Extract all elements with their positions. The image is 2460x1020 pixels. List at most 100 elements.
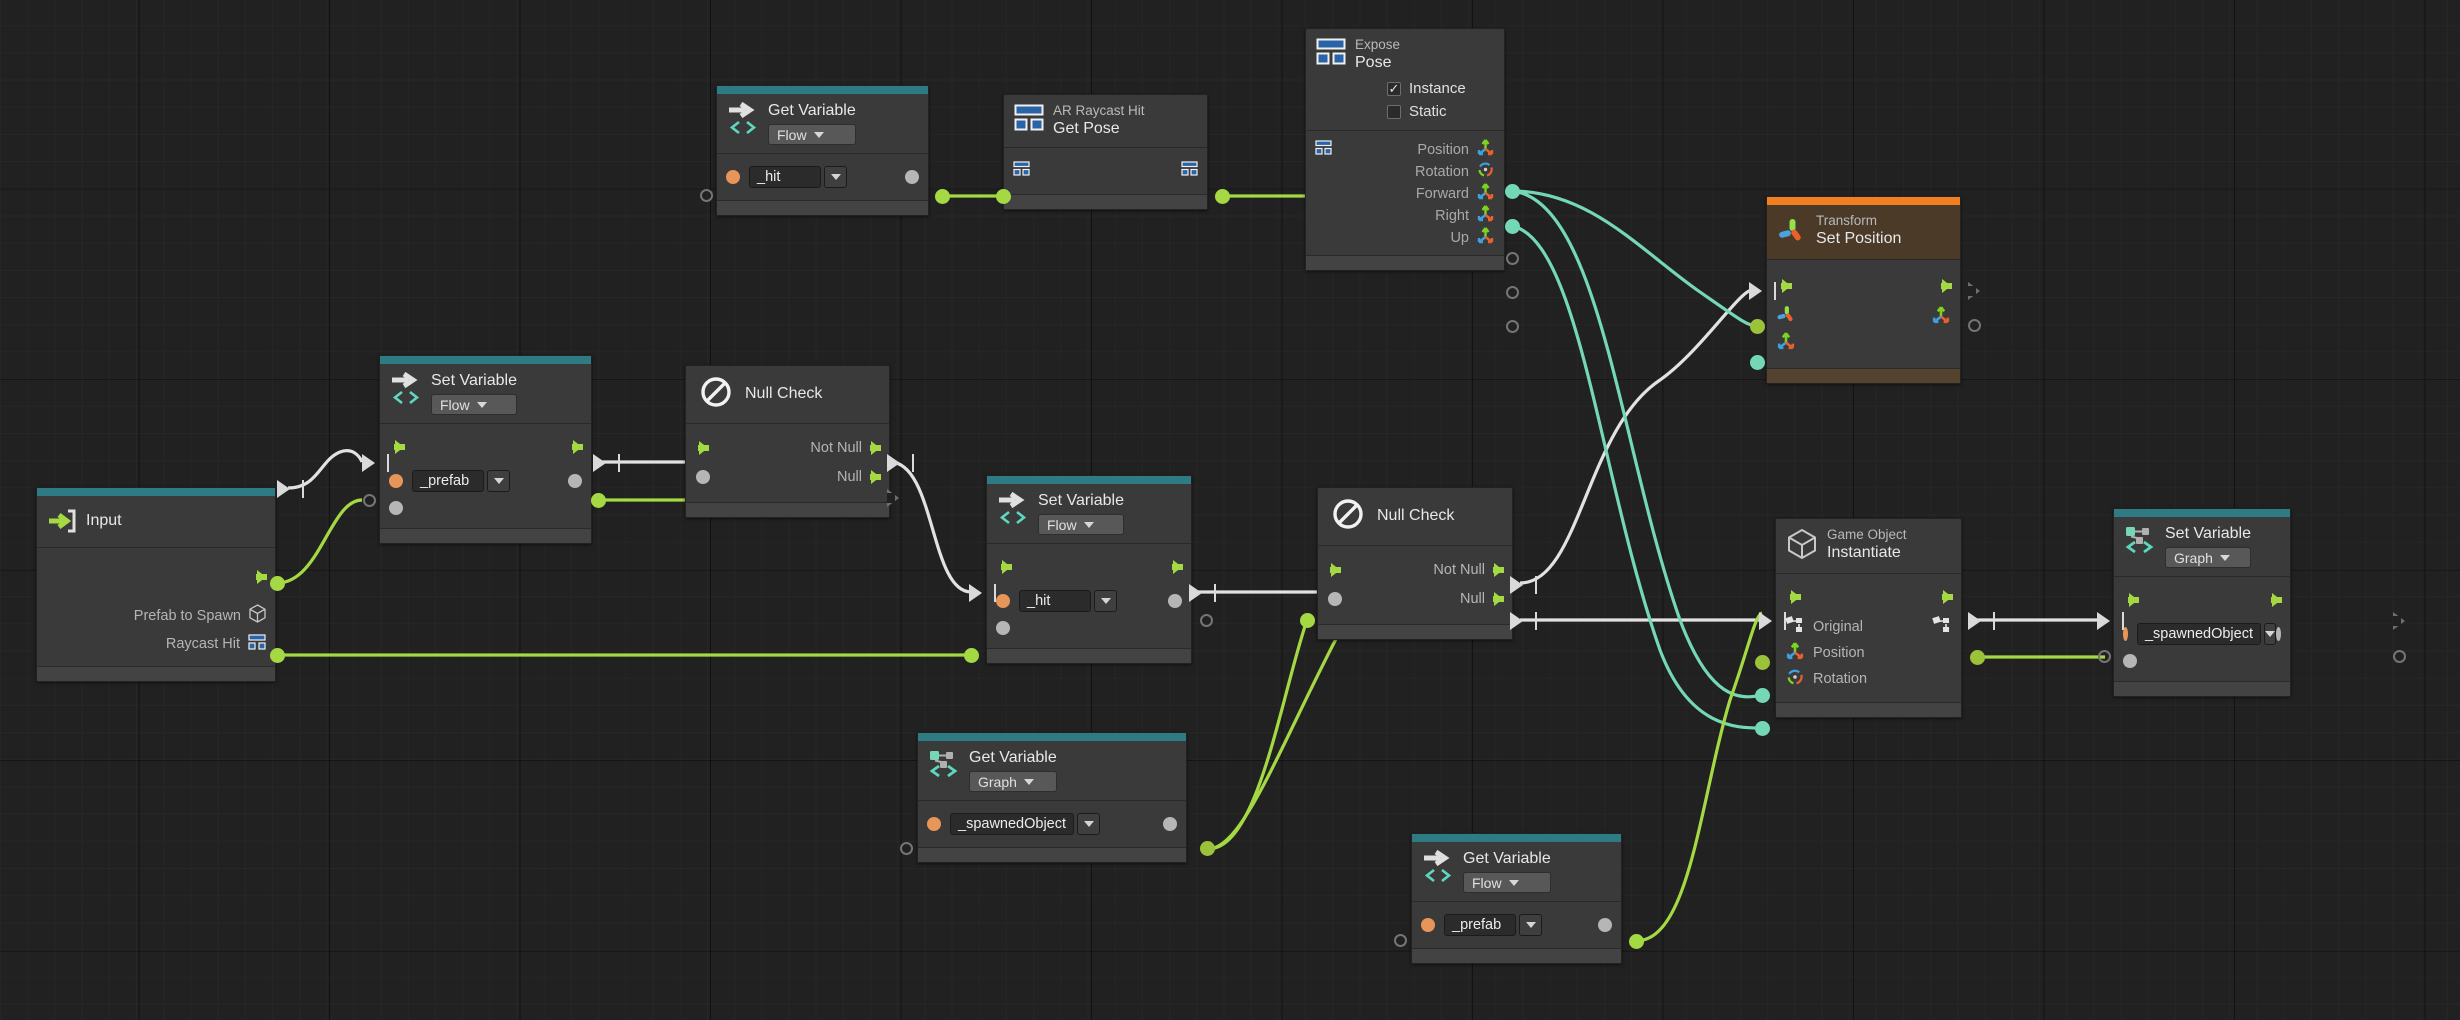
port-row-null[interactable]: Null — [1318, 584, 1512, 614]
node-set-variable-hit[interactable]: Set Variable Flow _hit — [986, 475, 1192, 664]
node-null-check-2[interactable]: Null Check Not Null Null — [1317, 487, 1513, 640]
variable-dropdown-button[interactable] — [1077, 813, 1101, 835]
variable-name-field[interactable]: _prefab — [412, 470, 484, 492]
port-row-object[interactable] — [987, 616, 1191, 640]
node-set-variable-prefab[interactable]: Set Variable Flow _prefab — [379, 355, 592, 544]
port-row-position[interactable]: Position — [1306, 139, 1504, 161]
knob-arhit-out[interactable] — [1215, 189, 1230, 204]
node-transform-set-position[interactable]: Transform Set Position — [1766, 196, 1961, 384]
port-row-raycast-hit[interactable]: Raycast Hit — [37, 630, 275, 658]
knob-input-prefab-out[interactable] — [270, 576, 285, 591]
knob-svprefab-flow-in[interactable] — [362, 454, 389, 472]
port-row-value[interactable]: _spawnedObject — [918, 809, 1186, 839]
value-in-port[interactable] — [1328, 592, 1342, 606]
knob-nc2-notnull-out[interactable] — [1510, 576, 1537, 594]
knob-svprefab-flow-out[interactable] — [593, 454, 620, 472]
port-row-value[interactable]: _hit — [987, 586, 1191, 616]
flow-out-arrow-icon[interactable] — [2271, 593, 2282, 607]
flow-out-arrow-icon[interactable] — [1941, 279, 1952, 293]
instance-checkbox-row[interactable]: ✓ Instance — [1387, 80, 1466, 97]
port-row-value[interactable]: _spawnedObject — [2114, 619, 2290, 649]
scope-dropdown[interactable]: Flow — [1038, 514, 1124, 535]
static-checkbox[interactable] — [1387, 104, 1401, 119]
knob-gvspawn-value-out[interactable] — [1200, 841, 1215, 856]
port-row-not-null[interactable]: Not Null — [1318, 556, 1512, 584]
value-out-port[interactable] — [2276, 627, 2281, 641]
knob-svspawn-value-out[interactable] — [2393, 650, 2406, 663]
knob-nc2-null-out[interactable] — [1510, 612, 1537, 630]
value-out-port[interactable] — [1163, 817, 1177, 831]
port-row-pose[interactable] — [1004, 158, 1207, 184]
variable-name-field[interactable]: _prefab — [1444, 914, 1516, 936]
scope-dropdown[interactable]: Flow — [768, 124, 856, 145]
flow-in-arrow-icon[interactable] — [1781, 279, 1792, 293]
knob-tsp-value-out[interactable] — [1968, 319, 1981, 332]
node-get-variable-prefab[interactable]: Get Variable Flow _prefab — [1411, 833, 1622, 964]
port-row-prefab-to-spawn[interactable]: Prefab to Spawn — [37, 602, 275, 630]
port-row-position-in[interactable] — [1767, 330, 1960, 356]
port-row-value[interactable]: _prefab — [380, 466, 591, 496]
knob-expose-position-out[interactable] — [1505, 184, 1520, 199]
flow-in-arrow-icon[interactable] — [1790, 590, 1801, 604]
port-row-up[interactable]: Up — [1306, 227, 1504, 249]
knob-svhit-value-in[interactable] — [964, 648, 979, 663]
port-row-flow-out[interactable] — [37, 562, 275, 592]
node-ar-raycast-hit-get-pose[interactable]: AR Raycast Hit Get Pose — [1003, 94, 1208, 210]
port-row-original[interactable]: Original — [1776, 614, 1961, 640]
port-row-right[interactable]: Right — [1306, 205, 1504, 227]
value-in-port[interactable] — [1421, 918, 1435, 932]
knob-gvhit-value-in[interactable] — [700, 189, 713, 202]
knob-tsp-position-in[interactable] — [1750, 355, 1765, 370]
knob-gvspawn-value-in[interactable] — [900, 842, 913, 855]
port-row-position[interactable]: Position — [1776, 640, 1961, 666]
knob-nc1-notnull-out[interactable] — [887, 454, 914, 472]
value-in-port[interactable] — [726, 170, 740, 184]
variable-dropdown-button[interactable] — [1519, 914, 1542, 936]
not-null-arrow-icon[interactable] — [1493, 563, 1504, 577]
knob-svprefab-value-out[interactable] — [591, 493, 606, 508]
knob-tsp-flow-out[interactable] — [1968, 282, 1980, 300]
value-in-port[interactable] — [927, 817, 941, 831]
knob-tsp-flow-in[interactable] — [1749, 282, 1776, 300]
variable-dropdown-button[interactable] — [2264, 623, 2276, 645]
value-out-port[interactable] — [568, 474, 582, 488]
knob-svspawn-value-in[interactable] — [2098, 650, 2111, 663]
knob-goi-rotation-in[interactable] — [1755, 721, 1770, 736]
knob-tsp-transform-in[interactable] — [1750, 319, 1765, 334]
object-in-port[interactable] — [389, 501, 403, 515]
flow-out-arrow-icon[interactable] — [1942, 590, 1953, 604]
port-row-flow[interactable] — [380, 434, 591, 460]
node-get-variable-spawned[interactable]: Get Variable Graph _spawnedObject — [917, 732, 1187, 863]
object-in-port[interactable] — [996, 621, 1010, 635]
knob-goi-value-out[interactable] — [1970, 650, 1985, 665]
knob-svhit-flow-in[interactable] — [969, 584, 996, 602]
flow-in-arrow-icon[interactable] — [1001, 560, 1012, 574]
knob-nc2-value-in[interactable] — [1300, 613, 1315, 628]
knob-input-flow-out[interactable] — [277, 480, 304, 498]
port-row-rotation[interactable]: Rotation — [1306, 161, 1504, 183]
port-row-value[interactable]: _hit — [717, 162, 928, 192]
node-expose-pose[interactable]: Expose Pose ✓ Instance Static Position — [1305, 28, 1505, 271]
static-checkbox-row[interactable]: Static — [1387, 103, 1466, 120]
variable-dropdown-button[interactable] — [487, 470, 510, 492]
knob-expose-forward-out[interactable] — [1506, 252, 1519, 265]
port-row-null[interactable]: Null — [686, 462, 889, 492]
knob-gvhit-value-out[interactable] — [935, 189, 950, 204]
node-get-variable-hit[interactable]: Get Variable Flow _hit — [716, 85, 929, 216]
port-row-object[interactable] — [380, 496, 591, 520]
variable-dropdown-button[interactable] — [1094, 590, 1117, 612]
knob-input-raycast-out[interactable] — [270, 648, 285, 663]
variable-name-field[interactable]: _hit — [1019, 590, 1091, 612]
knob-expose-up-out[interactable] — [1506, 320, 1519, 333]
flow-in-arrow-icon[interactable] — [698, 441, 709, 455]
port-row-flow[interactable] — [1767, 272, 1960, 300]
node-input[interactable]: Input Prefab to Spawn Raycast Hit — [36, 487, 276, 682]
port-row-not-null[interactable]: Not Null — [686, 434, 889, 462]
knob-svprefab-value-in[interactable] — [363, 494, 376, 507]
knob-svspawn-flow-in[interactable] — [2097, 612, 2124, 630]
port-row-forward[interactable]: Forward — [1306, 183, 1504, 205]
port-row-flow[interactable] — [1776, 584, 1961, 610]
knob-svhit-value-out[interactable] — [1200, 614, 1213, 627]
node-set-variable-spawned[interactable]: Set Variable Graph _spawnedObject — [2113, 508, 2291, 697]
